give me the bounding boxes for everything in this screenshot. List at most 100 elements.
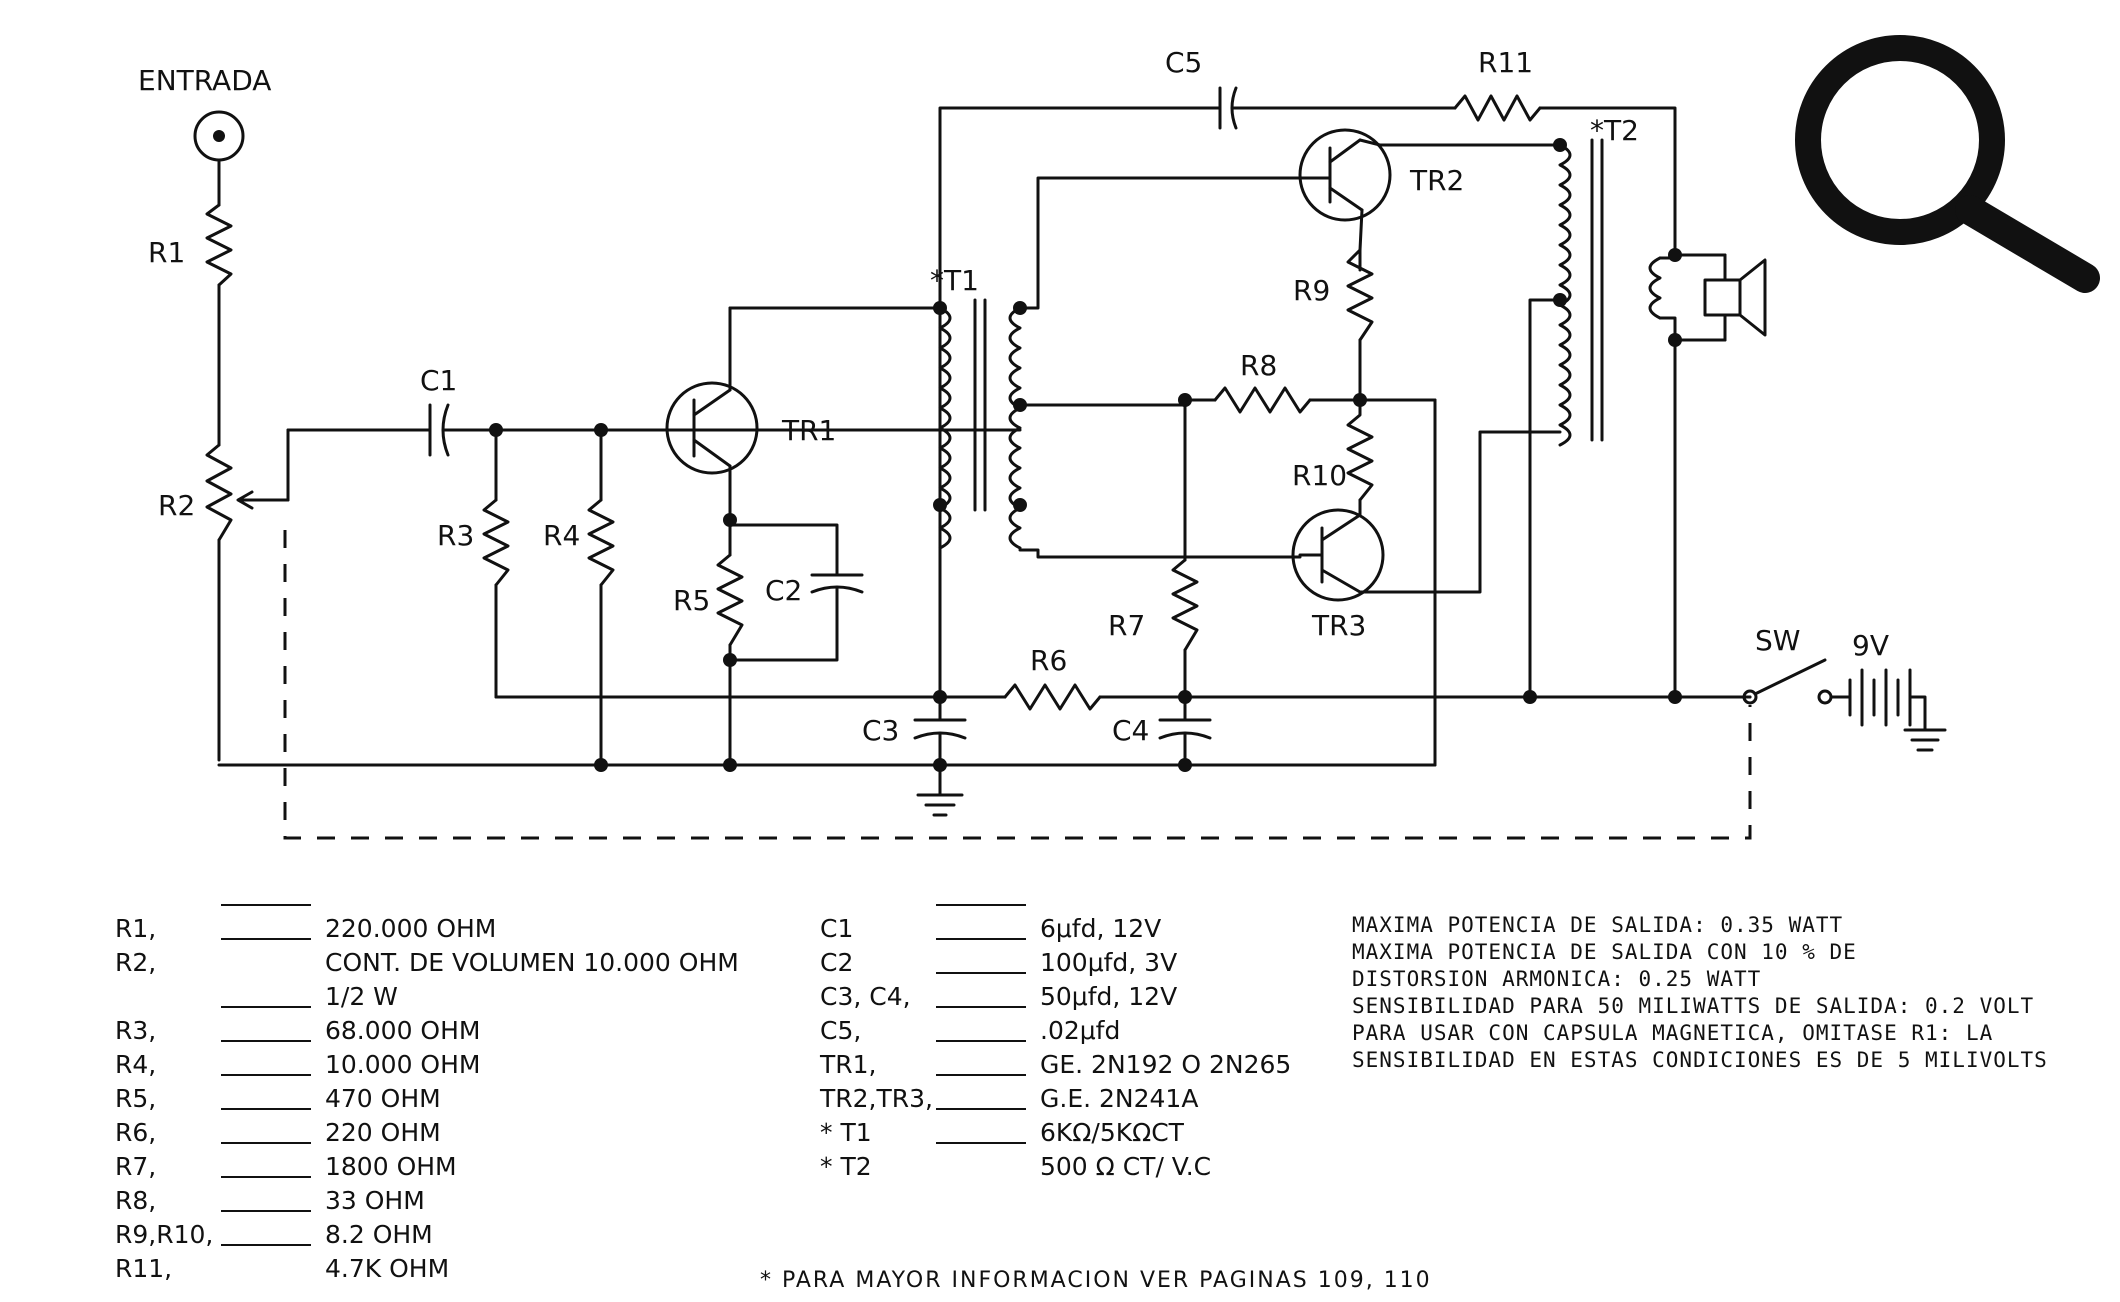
part-row: C3, C4, 50μfd, 12V <box>820 972 1291 1014</box>
resistor-r8 <box>1183 386 1437 767</box>
leader-line <box>936 904 1026 938</box>
leader-line <box>936 1108 1026 1142</box>
part-ref: R9,R10, <box>115 1220 214 1249</box>
label-tr2: TR2 <box>1409 164 1464 197</box>
label-sw: SW <box>1755 624 1800 657</box>
battery-9v <box>1829 668 1947 752</box>
resistor-r7 <box>1171 398 1199 699</box>
part-value: 6μfd, 12V <box>1040 914 1162 943</box>
capacitor-c1 <box>286 403 1022 457</box>
resistor-r4 <box>587 428 615 767</box>
part-value: GE. 2N192 O 2N265 <box>1040 1050 1292 1079</box>
label-r8: R8 <box>1240 349 1277 382</box>
capacitor-c2 <box>728 523 864 662</box>
part-ref: R2, <box>115 948 157 977</box>
resistor-r6 <box>494 683 1752 711</box>
part-ref: C3, C4, <box>820 982 911 1011</box>
part-ref: TR2,TR3, <box>820 1084 933 1113</box>
part-ref: R7, <box>115 1152 157 1181</box>
part-row: TR2,TR3, G.E. 2N241A <box>820 1074 1291 1116</box>
label-r1: R1 <box>148 236 185 269</box>
part-ref: R8, <box>115 1186 157 1215</box>
leader-line <box>221 1142 311 1176</box>
spec-line: MAXIMA POTENCIA DE SALIDA CON 10 % DE <box>1352 940 1857 964</box>
part-ref: R5, <box>115 1084 157 1113</box>
part-value: 6KΩ/5KΩCT <box>1040 1118 1184 1147</box>
leader-line <box>221 938 311 972</box>
input-jack <box>193 110 245 207</box>
part-value: .02μfd <box>1040 1016 1121 1045</box>
label-c4: C4 <box>1112 714 1149 747</box>
part-row: * T1 6KΩ/5KΩCT <box>820 1108 1291 1150</box>
resistor-r5 <box>716 518 744 767</box>
dashed-switch-link <box>283 530 1752 840</box>
part-value: CONT. DE VOLUMEN 10.000 OHM <box>325 948 739 977</box>
footnote: * PARA MAYOR INFORMACION VER PAGINAS 109… <box>760 1268 1432 1293</box>
part-ref: C1 <box>820 914 854 943</box>
leader-line <box>936 1074 1026 1108</box>
leader-line <box>936 1040 1026 1074</box>
leader-line <box>936 1006 1026 1040</box>
label-tr3: TR3 <box>1311 609 1366 642</box>
transistor-tr2 <box>1298 128 1562 272</box>
magnifier-icon[interactable] <box>1780 20 2110 300</box>
label-c3: C3 <box>862 714 899 747</box>
label-c1: C1 <box>420 364 457 397</box>
part-row: R9,R10,8.2 OHM <box>115 1210 739 1252</box>
label-r9: R9 <box>1293 274 1330 307</box>
label-t2: *T2 <box>1590 114 1639 147</box>
label-r7: R7 <box>1108 609 1145 642</box>
part-row: R2, CONT. DE VOLUMEN 10.000 OHM <box>115 938 739 980</box>
label-r5: R5 <box>673 584 710 617</box>
label-r3: R3 <box>437 519 474 552</box>
transistor-tr1 <box>665 306 942 522</box>
leader-line <box>221 1006 311 1040</box>
part-row: R4, 10.000 OHM <box>115 1040 739 1082</box>
transformer-t2 <box>1528 138 1727 699</box>
part-row: R5,470 OHM <box>115 1074 739 1116</box>
part-value: G.E. 2N241A <box>1040 1084 1199 1113</box>
leader-line <box>221 904 311 938</box>
resistor-r1 <box>205 203 233 447</box>
part-value: 1800 OHM <box>325 1152 457 1181</box>
leader-line <box>221 1108 311 1142</box>
part-ref: R4, <box>115 1050 157 1079</box>
label-t1: *T1 <box>930 264 979 297</box>
ground-bus <box>217 763 1437 817</box>
leader-line <box>221 1210 311 1244</box>
capacitor-c5 <box>938 86 1457 310</box>
label-c5: C5 <box>1165 46 1202 79</box>
part-ref: C5, <box>820 1016 862 1045</box>
part-value: 50μfd, 12V <box>1040 982 1178 1011</box>
leader-line <box>936 972 1026 1006</box>
part-ref: * T1 <box>820 1118 872 1147</box>
part-ref <box>115 980 215 1014</box>
leader-line <box>221 1074 311 1108</box>
spec-line: SENSIBILIDAD EN ESTAS CONDICIONES ES DE … <box>1352 1048 2048 1072</box>
part-value: 10.000 OHM <box>325 1050 481 1079</box>
label-r6: R6 <box>1030 644 1067 677</box>
label-battery: 9V <box>1852 629 1889 662</box>
spec-line: PARA USAR CON CAPSULA MAGNETICA, OMITASE… <box>1352 1021 1994 1045</box>
part-value: 4.7K OHM <box>325 1254 450 1283</box>
part-ref: R6, <box>115 1118 157 1147</box>
speaker <box>1703 253 1767 342</box>
label-r10: R10 <box>1292 459 1347 492</box>
part-row: 1/2 W <box>115 980 739 1014</box>
junction-dots <box>489 138 1682 772</box>
leader-line <box>936 1142 1026 1176</box>
part-row: R3,68.000 OHM <box>115 1006 739 1048</box>
spec-line: MAXIMA POTENCIA DE SALIDA: 0.35 WATT <box>1352 913 1844 937</box>
resistor-r10 <box>1346 398 1374 517</box>
specifications: MAXIMA POTENCIA DE SALIDA: 0.35 WATT MAXI… <box>1352 912 2048 1074</box>
part-value: 33 OHM <box>325 1186 425 1215</box>
part-ref: R1, <box>115 914 157 943</box>
label-tr1: TR1 <box>781 414 836 447</box>
part-ref: * T2 <box>820 1152 872 1181</box>
part-value: 500 Ω CT/ V.C <box>1040 1152 1212 1181</box>
spec-line: DISTORSION ARMONICA: 0.25 WATT <box>1352 967 1762 991</box>
resistor-r11 <box>1453 94 1677 257</box>
